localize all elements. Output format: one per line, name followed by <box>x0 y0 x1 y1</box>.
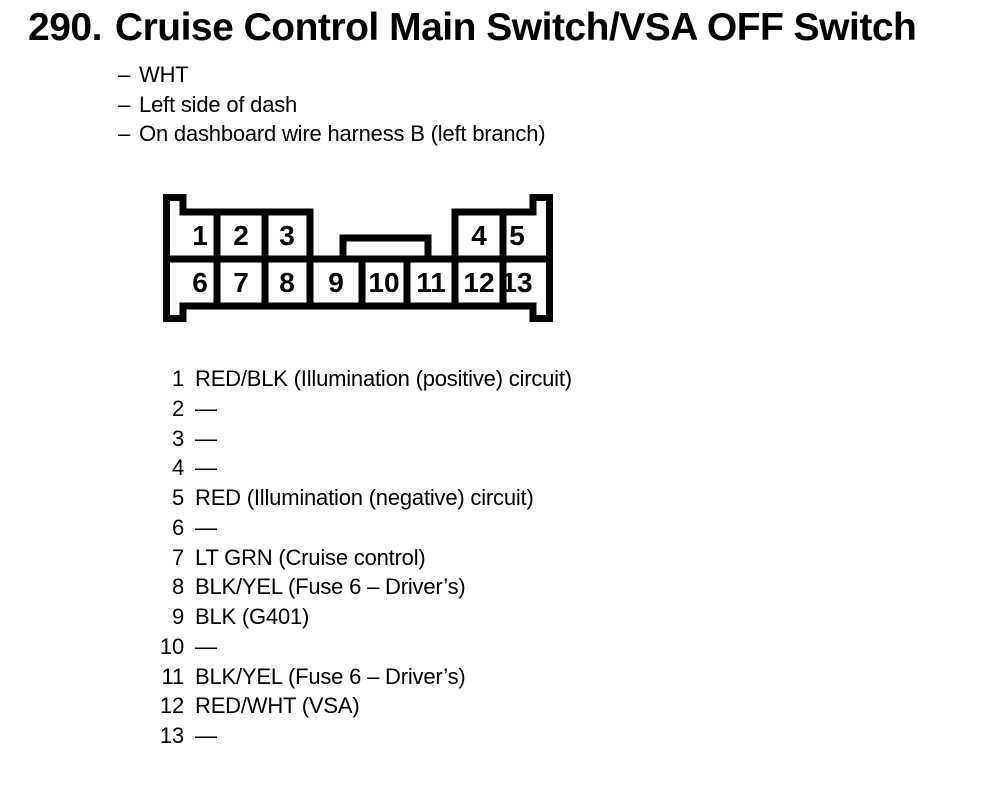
connector-cell-1: 1 <box>192 220 208 251</box>
pin-number: 11 <box>161 663 185 689</box>
pin-row-12: 12 RED/WHT (VSA) <box>150 691 572 721</box>
title-number: 290. <box>28 6 102 49</box>
pin-description: — <box>195 633 217 659</box>
pin-description: RED/WHT (VSA) <box>195 693 360 719</box>
pin-row-8: 8 BLK/YEL (Fuse 6 – Driver’s) <box>150 572 572 602</box>
connector-cell-11: 11 <box>416 267 446 298</box>
note-text: On dashboard wire harness B (left branch… <box>139 121 546 146</box>
pin-description: BLK (G401) <box>195 604 310 629</box>
connector-cell-8: 8 <box>279 267 295 298</box>
connector-notes: – WHT – Left side of dash – On dashboard… <box>118 60 546 149</box>
connector-cell-13: 13 <box>501 267 532 298</box>
dash-bullet: – <box>118 91 131 117</box>
connector-cell-3: 3 <box>279 220 295 251</box>
pin-number: 1 <box>171 366 184 391</box>
pin-description: — <box>195 395 217 421</box>
pin-number: 4 <box>171 455 184 481</box>
pin-row-2: 2 — <box>150 394 572 424</box>
connector-grid-lines <box>166 212 550 306</box>
pin-row-7: 7 LT GRN (Cruise control) <box>150 543 572 573</box>
pin-description: — <box>195 514 217 540</box>
connector-cell-7: 7 <box>233 267 249 298</box>
pin-description: BLK/YEL (Fuse 6 – Driver’s) <box>195 574 466 600</box>
pin-row-4: 4 — <box>150 453 572 483</box>
pin-row-3: 3 — <box>150 424 572 454</box>
pin-number: 5 <box>171 485 184 510</box>
connector-pinout-diagram: 1 2 3 4 5 6 7 8 9 10 11 12 13 <box>163 194 553 322</box>
pin-number: 7 <box>171 544 184 570</box>
pin-description: RED (Illumination (negative) circuit) <box>195 485 534 510</box>
title-text: Cruise Control Main Switch/VSA OFF Switc… <box>114 6 917 49</box>
pin-description: — <box>195 425 217 451</box>
pin-description: LT GRN (Cruise control) <box>195 544 426 570</box>
pin-number: 13 <box>159 723 184 748</box>
pin-number: 3 <box>171 425 184 451</box>
pin-number: 10 <box>159 633 184 659</box>
dash-bullet: – <box>118 121 131 146</box>
page-title: 290. Cruise Control Main Switch/VSA OFF … <box>28 6 917 49</box>
connector-cell-6: 6 <box>192 267 208 298</box>
note-color: – WHT <box>118 60 545 90</box>
pin-row-6: 6 — <box>150 513 572 543</box>
pin-description: — <box>195 455 217 481</box>
dash-bullet: – <box>118 62 131 87</box>
pin-number: 9 <box>171 604 184 629</box>
connector-cell-9: 9 <box>328 267 344 298</box>
connector-cell-4: 4 <box>471 220 487 251</box>
connector-cell-2: 2 <box>233 220 249 251</box>
connector-cell-10: 10 <box>368 267 399 298</box>
connector-cell-12: 12 <box>463 267 494 298</box>
pin-row-10: 10 — <box>150 632 572 662</box>
pin-number: 8 <box>171 574 184 600</box>
note-location: – Left side of dash <box>118 90 545 120</box>
pin-description: — <box>195 723 217 748</box>
pin-row-9: 9 BLK (G401) <box>150 602 572 632</box>
pin-number: 12 <box>159 693 184 719</box>
pin-row-11: 11 BLK/YEL (Fuse 6 – Driver’s) <box>150 662 572 692</box>
note-harness: – On dashboard wire harness B (left bran… <box>118 119 546 149</box>
pin-row-5: 5 RED (Illumination (negative) circuit) <box>150 483 572 513</box>
pin-number: 6 <box>171 514 184 540</box>
note-text: Left side of dash <box>139 91 298 117</box>
note-text: WHT <box>139 62 189 87</box>
connector-cell-5: 5 <box>509 220 525 251</box>
pin-row-13: 13 — <box>150 721 572 751</box>
pin-description: BLK/YEL (Fuse 6 – Driver’s) <box>195 663 466 689</box>
pin-row-1: 1 RED/BLK (Illumination (positive) circu… <box>150 364 572 394</box>
pin-assignment-list: 1 RED/BLK (Illumination (positive) circu… <box>150 364 572 751</box>
pin-description: RED/BLK (Illumination (positive) circuit… <box>195 366 572 391</box>
pin-number: 2 <box>171 395 184 421</box>
